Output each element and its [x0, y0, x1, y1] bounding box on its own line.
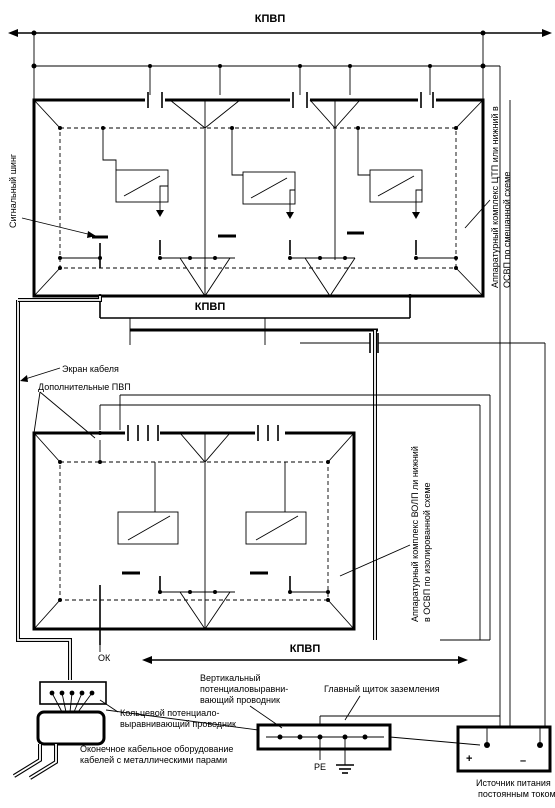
vertical-conductor-label-2: потенциаловыравни-: [200, 684, 288, 694]
ok-label: ОК: [98, 653, 111, 663]
plus-symbol: +: [466, 753, 472, 765]
cable-screen-label: Экран кабеля: [62, 364, 119, 374]
power-source-label-2: постоянным током: [478, 789, 555, 799]
top-kbvp-bus: КПВП: [8, 13, 552, 100]
ring-conductor-label-1: Кольцевой потенциало-: [120, 708, 219, 718]
vertical-conductor-label-3: вающий проводник: [200, 695, 280, 705]
bottom-kbvp-bus: КПВП: [142, 643, 468, 664]
lower-complex-label-1: Аппаратурный комплекс ВОЛП ли нижний: [410, 446, 420, 622]
signal-bus-label: Сигнальный шинг: [8, 153, 18, 228]
cable-screen: Экран кабеля: [16, 296, 377, 680]
top-kbvp-label: КПВП: [255, 13, 286, 25]
upper-complex-label-1: Аппаратурный комплекс ЦТП или нижний в: [490, 106, 500, 288]
terminal-equipment: Кольцевой потенциало- выравнивающий пров…: [12, 681, 236, 780]
bottom-kbvp-label: КПВП: [290, 643, 321, 655]
middle-kbvp-bus: КПВП: [99, 296, 545, 353]
terminal-equipment-label-1: Оконечное кабельное оборудование: [80, 744, 233, 754]
main-grounding-panel: Вертикальный потенциаловыравни- вающий п…: [105, 673, 500, 774]
main-ground-panel-label: Главный щиток заземления: [324, 684, 440, 694]
ring-conductor-label-2: выравнивающий проводник: [120, 719, 236, 729]
lower-complex-label-2: в ОСВП по изолированной схеме: [422, 482, 432, 622]
upper-equipment-complex: [31, 63, 500, 298]
power-feed-lines: [440, 66, 546, 727]
signal-bus-callout: Сигнальный шинг: [8, 153, 97, 238]
power-source-label-1: Источник питания: [476, 778, 551, 788]
minus-symbol: –: [520, 755, 526, 767]
upper-complex-label-2: ОСВП по смешанной схеме: [502, 172, 512, 288]
vertical-conductor-label-1: Вертикальный: [200, 673, 261, 683]
lower-complex-callout: Аппаратурный комплекс ВОЛП ли нижний в О…: [339, 446, 432, 622]
middle-kbvp-label: КПВП: [195, 301, 226, 313]
dc-power-source: + – Источник питания постоянным током: [456, 725, 555, 799]
pe-label: PE: [314, 762, 326, 772]
additional-pvp-label: Дополнительные ПВП: [38, 382, 131, 392]
terminal-equipment-label-2: кабелей с металлическими парами: [80, 755, 227, 765]
upper-complex-callout: Аппаратурный комплекс ЦТП или нижний в О…: [464, 106, 512, 288]
lower-equipment-complex: Дополнительные ПВП: [32, 382, 491, 663]
